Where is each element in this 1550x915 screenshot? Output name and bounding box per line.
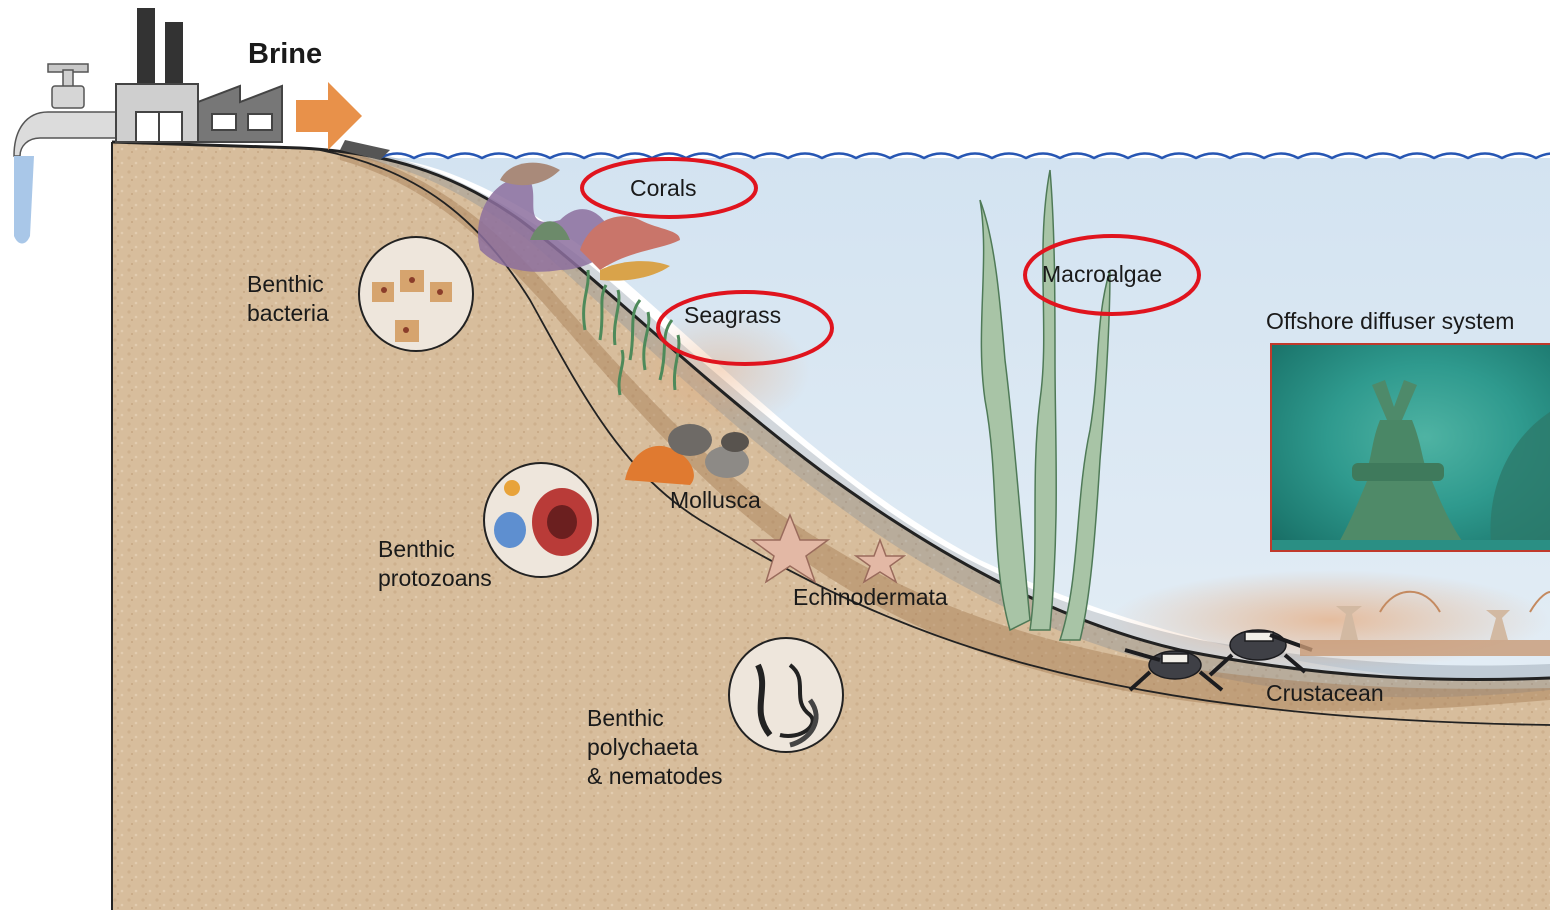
benthic-polychaeta-circle [729,638,843,752]
benthic-bacteria-label-line2: bacteria [247,299,329,328]
seagrass-label: Seagrass [684,301,781,330]
echinodermata-label: Echinodermata [793,583,948,612]
benthic-bacteria-circle [359,237,473,351]
benthic-polychaeta-label-line3: & nematodes [587,762,723,791]
benthic-bacteria-label-line1: Benthic [247,270,324,299]
offshore-diffuser-label: Offshore diffuser system [1266,307,1514,336]
desalination-plant-icon [116,8,282,142]
brine-title: Brine [248,38,322,71]
benthic-polychaeta-label-line1: Benthic [587,704,664,733]
macroalgae-label: Macroalgae [1042,260,1162,289]
benthic-protozoans-label-line1: Benthic [378,535,455,564]
faucet-icon [14,64,116,244]
brine-flow-arrow [296,82,362,150]
benthic-polychaeta-label-line2: polychaeta [587,733,698,762]
benthic-protozoans-circle [484,463,598,577]
benthic-protozoans-label-line2: protozoans [378,564,492,593]
offshore-diffuser-photo [1270,343,1550,552]
sea-surface-wave [380,154,1550,159]
crustacean-label: Crustacean [1266,679,1384,708]
mollusca-label: Mollusca [670,486,761,515]
corals-label: Corals [630,174,696,203]
